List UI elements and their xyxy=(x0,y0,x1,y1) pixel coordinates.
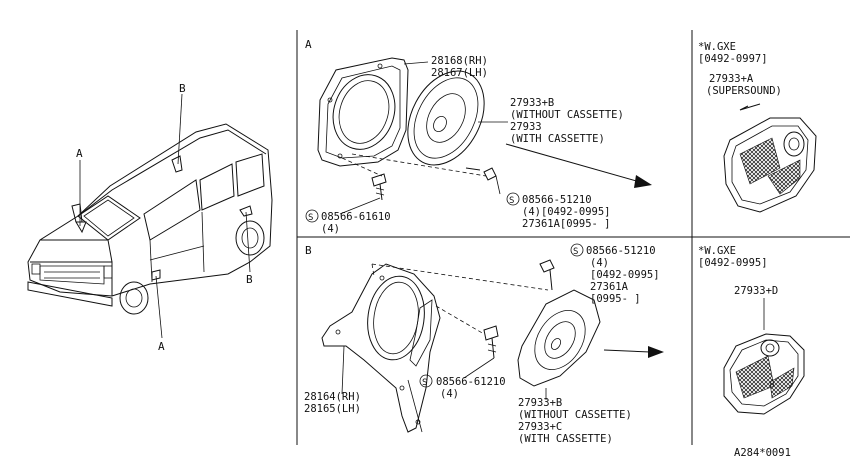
frame-lines xyxy=(296,30,850,445)
part-27933: 27933 xyxy=(510,121,542,133)
s-symbol-a-right xyxy=(506,192,520,206)
marker-a-front: A xyxy=(76,147,83,160)
variant-b-part: 27933+D xyxy=(734,285,778,297)
part-27361a-a: 27361A[0995- ] xyxy=(522,218,611,230)
marker-b-roof: B xyxy=(179,82,186,95)
s-symbol-a-left xyxy=(305,209,319,223)
variant-b-range: [0492-0995] xyxy=(698,257,768,269)
vehicle-drawing xyxy=(27,93,273,339)
part-27933b-b-note: (WITHOUT CASSETTE) xyxy=(518,409,632,421)
s-symbol-b-top xyxy=(570,243,584,257)
variant-a-range: [0492-0997] xyxy=(698,53,768,65)
s-symbol-a-left-text: S xyxy=(308,213,313,223)
part-27361a-b: 27361A xyxy=(590,281,629,293)
part-08566-61610: 08566-61610 xyxy=(321,211,391,223)
part-08566-51210-b-range: [0492-0995] xyxy=(590,269,660,281)
variant-a-part: 27933+A xyxy=(709,73,754,85)
part-08566-61210: 08566-61210 xyxy=(436,376,506,388)
part-08566-51210-b-qty: (4) xyxy=(590,257,609,269)
supersound-grille xyxy=(723,103,817,213)
part-28167-lh: 28167(LH) xyxy=(431,67,488,79)
part-27933c: 27933+C xyxy=(518,421,562,433)
s-symbol-a-right-text: S xyxy=(509,196,514,206)
variant-b-grille xyxy=(723,298,805,415)
part-08566-61210-qty: (4) xyxy=(440,388,459,400)
part-27933b-a: 27933+B xyxy=(510,97,554,109)
s-symbol-b-mid-text: S xyxy=(422,378,427,388)
part-08566-51210-a-qty: (4)[0492-0995] xyxy=(522,206,611,218)
part-27933b-b: 27933+B xyxy=(518,397,562,409)
variant-a-model: *W.GXE xyxy=(698,41,736,53)
part-08566-51210-a: 08566-51210 xyxy=(522,194,592,206)
variant-b-model: *W.GXE xyxy=(698,245,736,257)
section-a-label: A xyxy=(305,38,312,51)
s-symbol-b-mid xyxy=(419,374,433,388)
panel-a-drawing xyxy=(317,57,652,215)
part-08566-61610-qty: (4) xyxy=(321,223,340,235)
s-symbol-b-top-text: S xyxy=(573,247,578,257)
part-27933b-a-note: (WITHOUT CASSETTE) xyxy=(510,109,624,121)
figure-reference: A284*0091 xyxy=(734,447,791,459)
part-08566-51210-b: 08566-51210 xyxy=(586,245,656,257)
part-27933-note: (WITH CASSETTE) xyxy=(510,133,605,145)
section-b-label: B xyxy=(305,244,312,257)
part-27361a-b-range: [0995- ] xyxy=(590,293,641,305)
part-28164-rh: 28164(RH) xyxy=(304,391,361,403)
part-27933c-note: (WITH CASSETTE) xyxy=(518,433,613,445)
marker-b-rear: B xyxy=(246,273,253,286)
variant-a-note: (SUPERSOUND) xyxy=(706,85,782,97)
marker-a-door: A xyxy=(158,340,165,353)
part-28165-lh: 28165(LH) xyxy=(304,403,361,415)
panel-b-drawing xyxy=(321,259,664,433)
part-28168-rh: 28168(RH) xyxy=(431,55,488,67)
